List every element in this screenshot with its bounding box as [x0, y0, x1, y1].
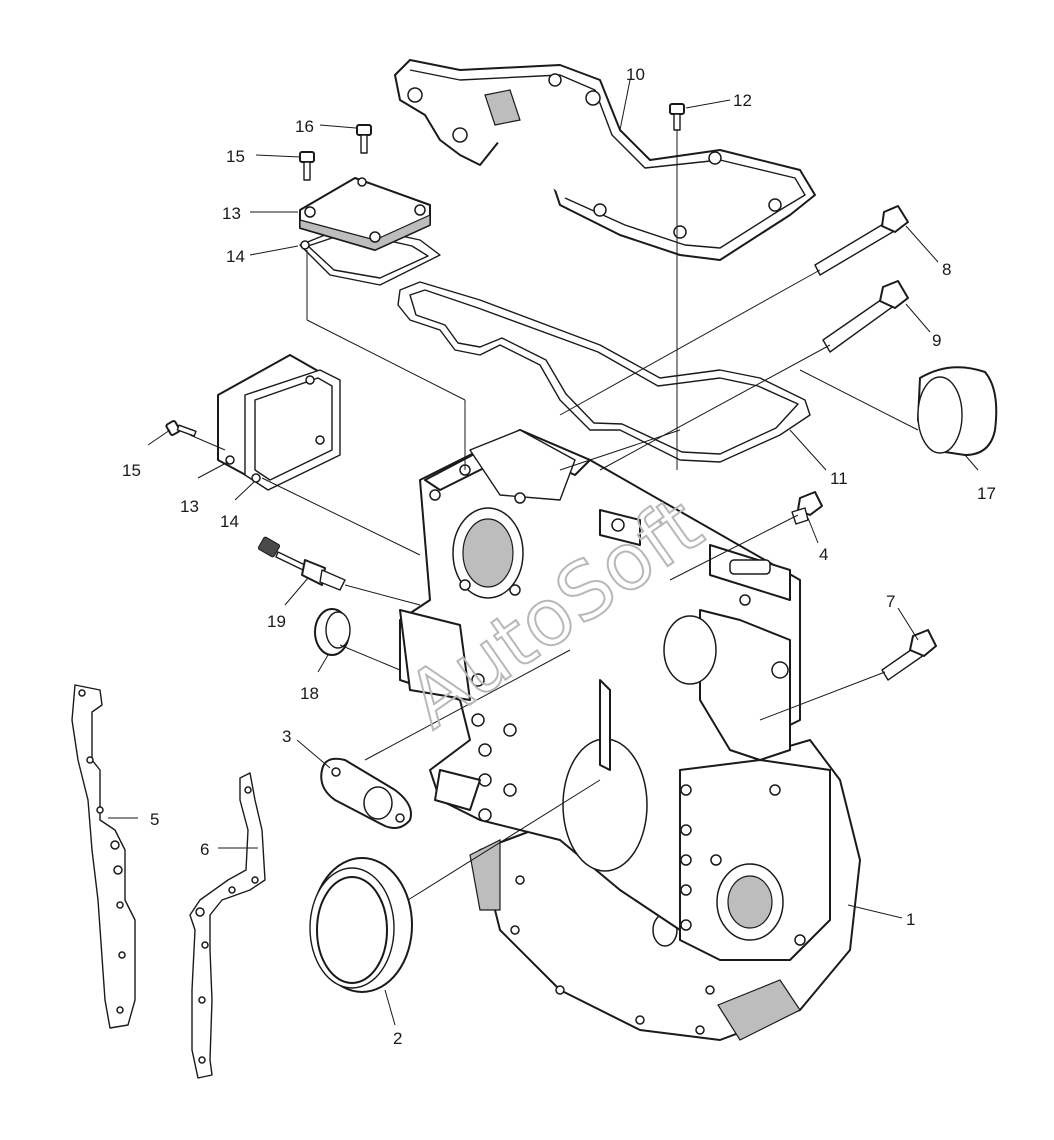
callout-11: 11 [830, 469, 848, 488]
callout-16: 16 [295, 117, 314, 136]
callout-14-top: 14 [226, 247, 245, 266]
callout-15-top: 15 [226, 147, 245, 166]
callout-labels: 1 2 3 4 5 6 7 8 9 10 11 12 13 13 14 14 1… [122, 65, 996, 1048]
callout-6: 6 [200, 840, 209, 859]
callout-13-side: 13 [180, 497, 199, 516]
assembly-lines [189, 130, 919, 901]
part-2-oil-seal [309, 857, 413, 993]
callout-17: 17 [977, 484, 996, 503]
side-access-cover-group [165, 354, 341, 491]
bolt-8 [814, 205, 909, 276]
callout-1: 1 [906, 910, 915, 929]
callout-leaders [108, 79, 979, 1026]
part-19-sensor [257, 536, 346, 591]
callout-9: 9 [932, 331, 941, 350]
bolt-16 [356, 124, 372, 154]
part-11-cover-gasket [397, 281, 811, 463]
callout-13-top: 13 [222, 204, 241, 223]
part-5-gasket-strip [71, 684, 136, 1029]
callout-7: 7 [886, 592, 895, 611]
callout-12: 12 [733, 91, 752, 110]
main-gear-housing [399, 429, 831, 961]
bolt-9 [822, 280, 909, 353]
top-access-cover-group [299, 103, 685, 286]
callout-3: 3 [282, 727, 291, 746]
callout-5: 5 [150, 810, 159, 829]
part-3-flange-gasket [320, 757, 412, 829]
bolt-12 [669, 103, 685, 131]
callout-4: 4 [819, 545, 828, 564]
callout-15-side: 15 [122, 461, 141, 480]
bolt-7 [881, 629, 937, 681]
bolt-15-side [165, 420, 197, 437]
bolt-4 [791, 491, 823, 525]
part-18-plug [314, 608, 351, 656]
part-17-cap [917, 366, 998, 456]
part-6-gasket-strip [189, 772, 266, 1079]
housing-bolt-bosses [429, 464, 751, 822]
bolt-15-top [299, 151, 315, 181]
callout-8: 8 [942, 260, 951, 279]
callout-18: 18 [300, 684, 319, 703]
callout-10: 10 [626, 65, 645, 84]
callout-14-side: 14 [220, 512, 239, 531]
callout-19: 19 [267, 612, 286, 631]
callout-2: 2 [393, 1029, 402, 1048]
part-10-top-cover [394, 59, 816, 261]
